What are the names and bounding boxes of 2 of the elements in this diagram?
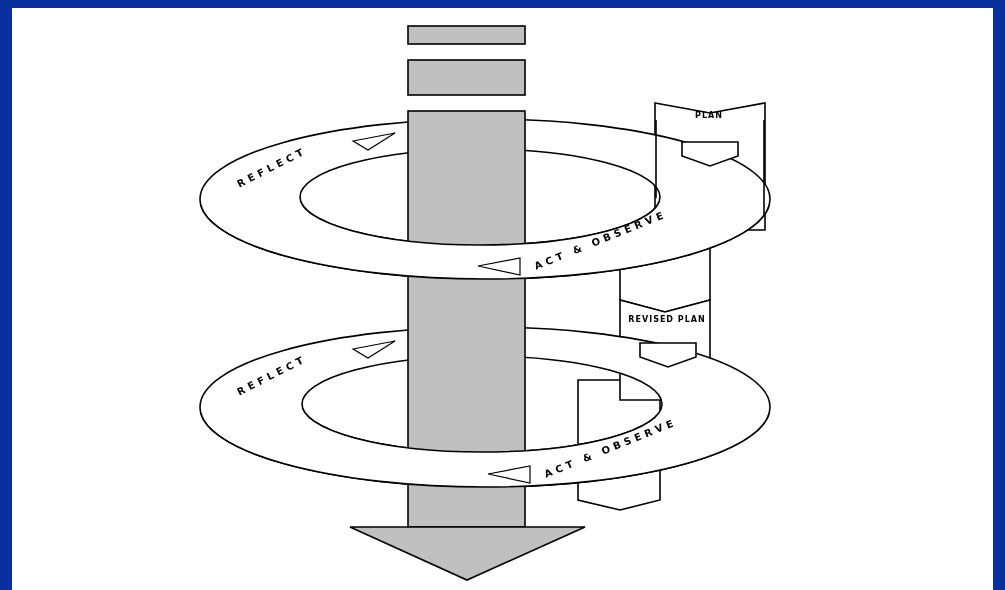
band-label: PLAN bbox=[694, 112, 724, 120]
band-label: REVISED PLAN bbox=[627, 316, 707, 324]
